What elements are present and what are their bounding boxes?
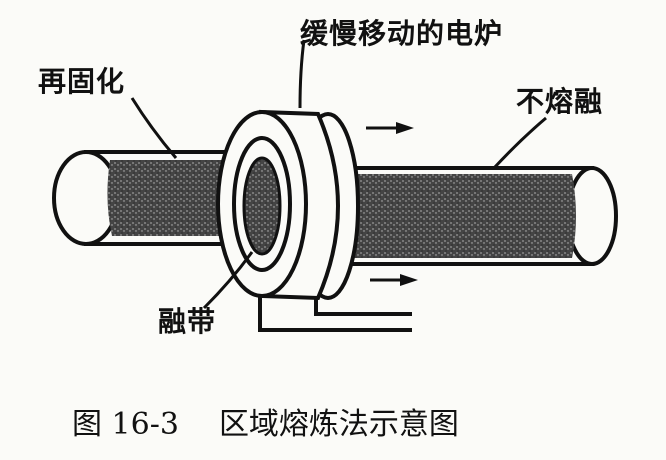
resolidified-material <box>107 160 250 236</box>
figure-number: 图 16-3 <box>72 407 179 442</box>
motion-arrow-top <box>366 122 414 134</box>
furnace-lead-1 <box>258 296 412 332</box>
figure-caption: 图 16-3 区域熔炼法示意图 <box>72 410 499 440</box>
furnace-lead-2 <box>314 298 412 316</box>
figure-title: 区域熔炼法示意图 <box>218 407 459 442</box>
leader-resolidified <box>130 97 178 159</box>
leader-unmelted <box>492 116 547 170</box>
leader-furnace <box>298 39 306 109</box>
melt-zone-label: 融带 <box>158 305 217 338</box>
leader-melt-zone <box>202 251 254 310</box>
resolidified-label: 再固化 <box>38 65 126 98</box>
unmelted-label: 不熔融 <box>516 85 604 118</box>
furnace-label: 缓慢移动的电炉 <box>300 17 504 50</box>
motion-arrow-bottom <box>370 274 418 286</box>
unmelted-material <box>330 174 576 258</box>
melt-zone <box>242 156 282 256</box>
